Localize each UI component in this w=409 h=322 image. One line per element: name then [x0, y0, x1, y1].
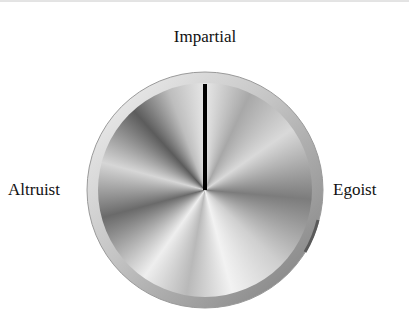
dial-label: Altruist	[8, 180, 60, 200]
top-rule	[0, 1, 409, 2]
knob-rim	[87, 72, 323, 308]
pointer-line	[203, 84, 207, 190]
rim-shadow	[305, 220, 318, 252]
dial-label: Egoist	[333, 180, 376, 200]
dial-label: Impartial	[174, 27, 236, 47]
